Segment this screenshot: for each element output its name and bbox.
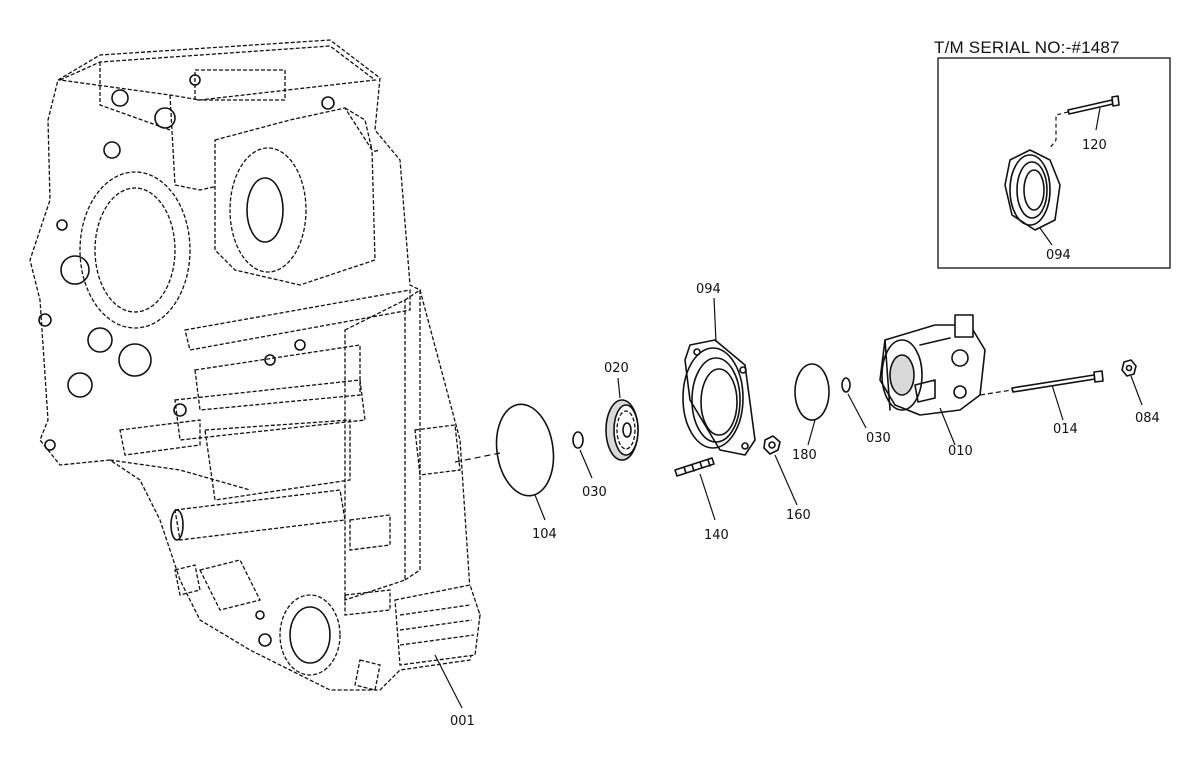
nut-084[interactable] xyxy=(1121,359,1137,377)
bolt-014[interactable] xyxy=(1011,370,1104,393)
inset-label-094: 094 xyxy=(1046,248,1071,263)
o-ring-030-right[interactable] xyxy=(841,377,851,393)
o-ring-104[interactable] xyxy=(491,401,559,500)
inset-box xyxy=(937,57,1171,269)
transmission-housing[interactable] xyxy=(29,39,481,691)
inset-screw-120[interactable] xyxy=(1067,95,1120,115)
cover-plate-094[interactable] xyxy=(682,339,756,456)
label-014: 014 xyxy=(1053,422,1078,437)
label-010: 010 xyxy=(948,444,973,459)
o-ring-180[interactable] xyxy=(794,363,830,421)
label-104: 104 xyxy=(532,527,557,542)
label-094: 094 xyxy=(696,282,721,297)
label-180: 180 xyxy=(792,448,817,463)
stud-140[interactable] xyxy=(674,457,715,477)
label-001: 001 xyxy=(450,714,475,729)
label-030-right: 030 xyxy=(866,431,891,446)
label-030-left: 030 xyxy=(582,485,607,500)
label-160: 160 xyxy=(786,508,811,523)
gear-020[interactable] xyxy=(605,399,639,461)
inset-label-120: 120 xyxy=(1082,138,1107,153)
label-084: 084 xyxy=(1135,411,1160,426)
o-ring-030-left[interactable] xyxy=(572,431,584,449)
pump-010[interactable] xyxy=(879,314,986,416)
label-140: 140 xyxy=(704,528,729,543)
inset-title: T/M SERIAL NO:-#1487 xyxy=(934,38,1120,57)
inset-plate-094[interactable] xyxy=(1004,149,1061,231)
nut-160[interactable] xyxy=(763,435,781,455)
label-020: 020 xyxy=(604,361,629,376)
